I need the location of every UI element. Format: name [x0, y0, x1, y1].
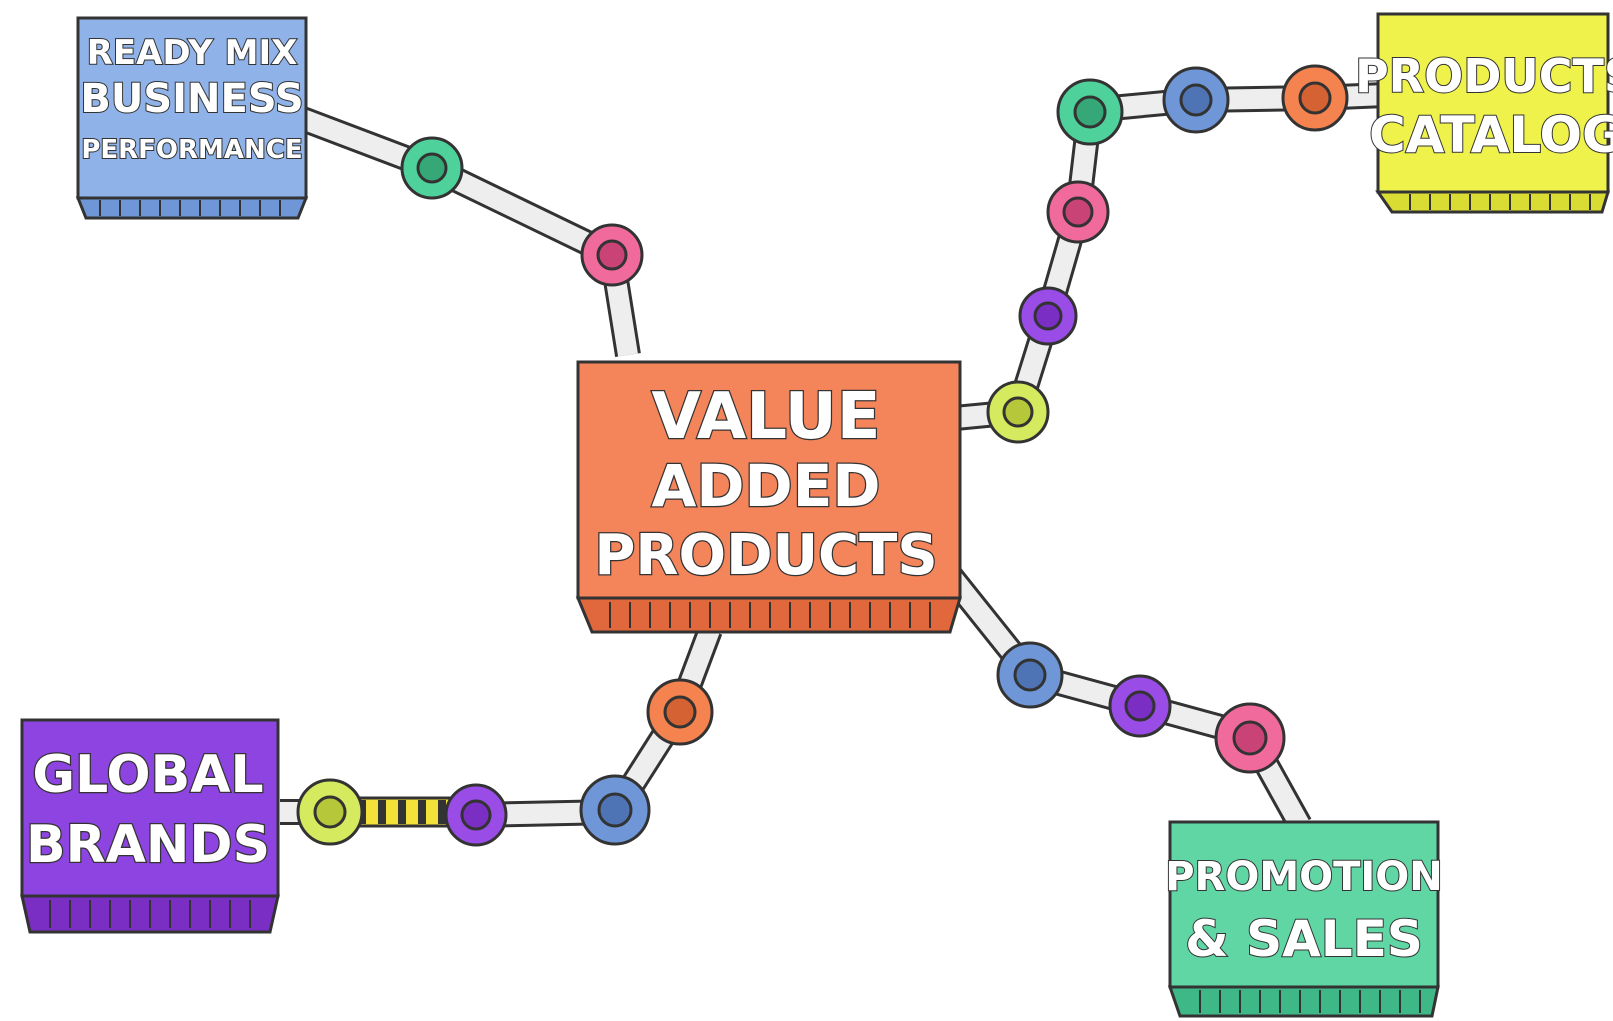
- node-label-line: BUSINESS: [80, 76, 303, 122]
- node-products-catalog: PRODUCTS CATALOG: [1354, 12, 1613, 214]
- bead-purple: [1108, 674, 1172, 738]
- bead-pink: [1046, 180, 1110, 244]
- bead-lime: [986, 380, 1050, 444]
- node-label-line: PRODUCTS: [1355, 49, 1613, 103]
- bead-purple: [444, 783, 508, 847]
- bead-green: [400, 136, 464, 200]
- track-products-catalog: [953, 82, 1386, 431]
- node-label-line: GLOBAL: [32, 745, 263, 805]
- bead-blue: [996, 641, 1064, 709]
- center-label-line: PRODUCTS: [594, 523, 937, 588]
- node-label-line: CATALOG: [1369, 106, 1613, 164]
- node-label-line: BRANDS: [26, 815, 270, 875]
- node-label-line: & SALES: [1185, 910, 1423, 968]
- node-promotion-sales: PROMOTION & SALES: [1164, 820, 1444, 1018]
- bead-pink: [580, 223, 644, 287]
- bead-orange: [646, 678, 714, 746]
- bead-blue: [1162, 66, 1230, 134]
- node-label-line: READY MIX: [87, 33, 298, 73]
- bead-purple: [1018, 286, 1078, 346]
- center-label-line: ADDED: [652, 452, 881, 520]
- node-ready-mix-business-performance: READY MIX BUSINESS PERFORMANCE: [75, 16, 309, 220]
- node-label-line: PERFORMANCE: [81, 135, 302, 165]
- bead-pink: [1214, 702, 1286, 774]
- center-label-line: VALUE: [652, 380, 881, 454]
- connector-beads: [296, 64, 1349, 847]
- track-ready-mix: [295, 105, 641, 358]
- bead-green: [1056, 78, 1124, 146]
- node-global-brands: GLOBAL BRANDS: [20, 718, 280, 934]
- bead-lime: [296, 778, 364, 846]
- node-label-line: PROMOTION: [1165, 854, 1443, 900]
- bead-orange: [1281, 64, 1349, 132]
- bead-blue: [579, 774, 651, 846]
- center-node-value-added-products: VALUE ADDED PRODUCTS: [575, 360, 963, 634]
